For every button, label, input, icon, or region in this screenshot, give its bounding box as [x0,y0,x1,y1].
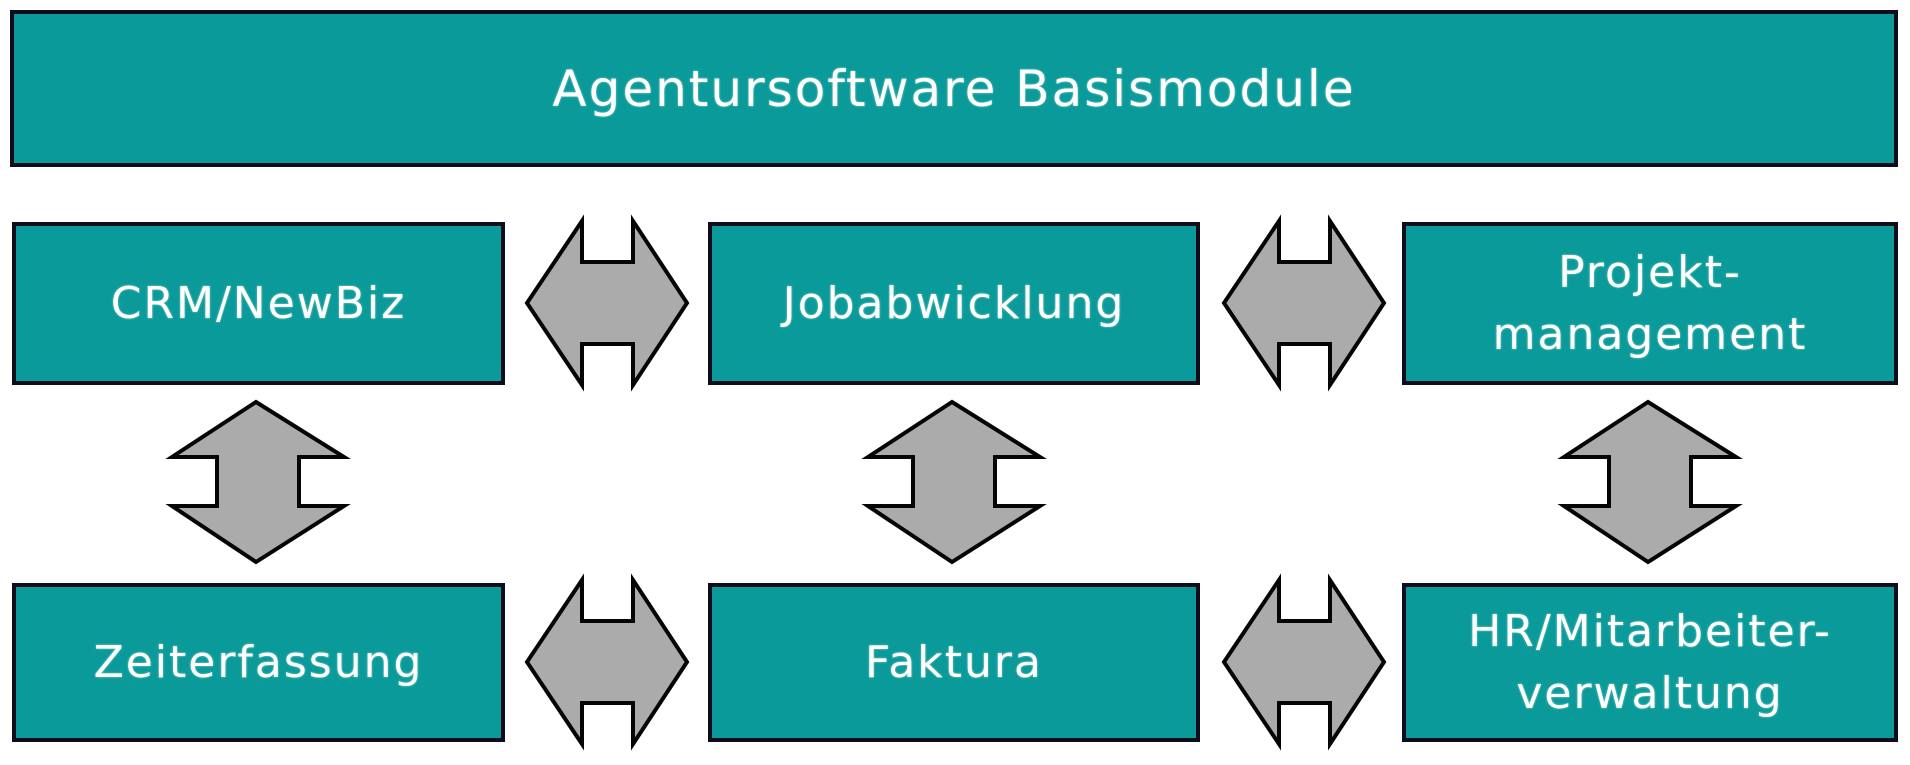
diagram-title: Agentursoftware Basismodule [552,59,1356,118]
module-box-zeiterfassung: Zeiterfassung [12,583,505,742]
left-right-arrow-icon [1221,214,1387,392]
up-down-arrow-icon [1557,399,1743,565]
module-label: CRM/NewBiz [110,277,407,329]
module-label: Faktura [865,636,1043,688]
module-label: Zeiterfassung [93,636,424,688]
module-box-hr-mitarbeiterverwaltung: HR/Mitarbeiter- verwaltung [1402,583,1898,742]
module-box-projektmanagement: Projekt- management [1402,222,1898,385]
left-right-arrow-icon [1221,573,1387,751]
left-right-arrow-icon [524,214,690,392]
up-down-arrow-icon [165,399,351,565]
module-label: Projekt- management [1492,246,1808,360]
up-down-arrow-icon [861,399,1047,565]
module-box-jobabwicklung: Jobabwicklung [708,222,1200,385]
module-box-faktura: Faktura [708,583,1200,742]
module-label: Jobabwicklung [782,277,1126,329]
module-box-crm-newbiz: CRM/NewBiz [12,222,505,385]
module-label: HR/Mitarbeiter- verwaltung [1468,605,1832,719]
left-right-arrow-icon [524,573,690,751]
header-box: Agentursoftware Basismodule [10,10,1898,167]
